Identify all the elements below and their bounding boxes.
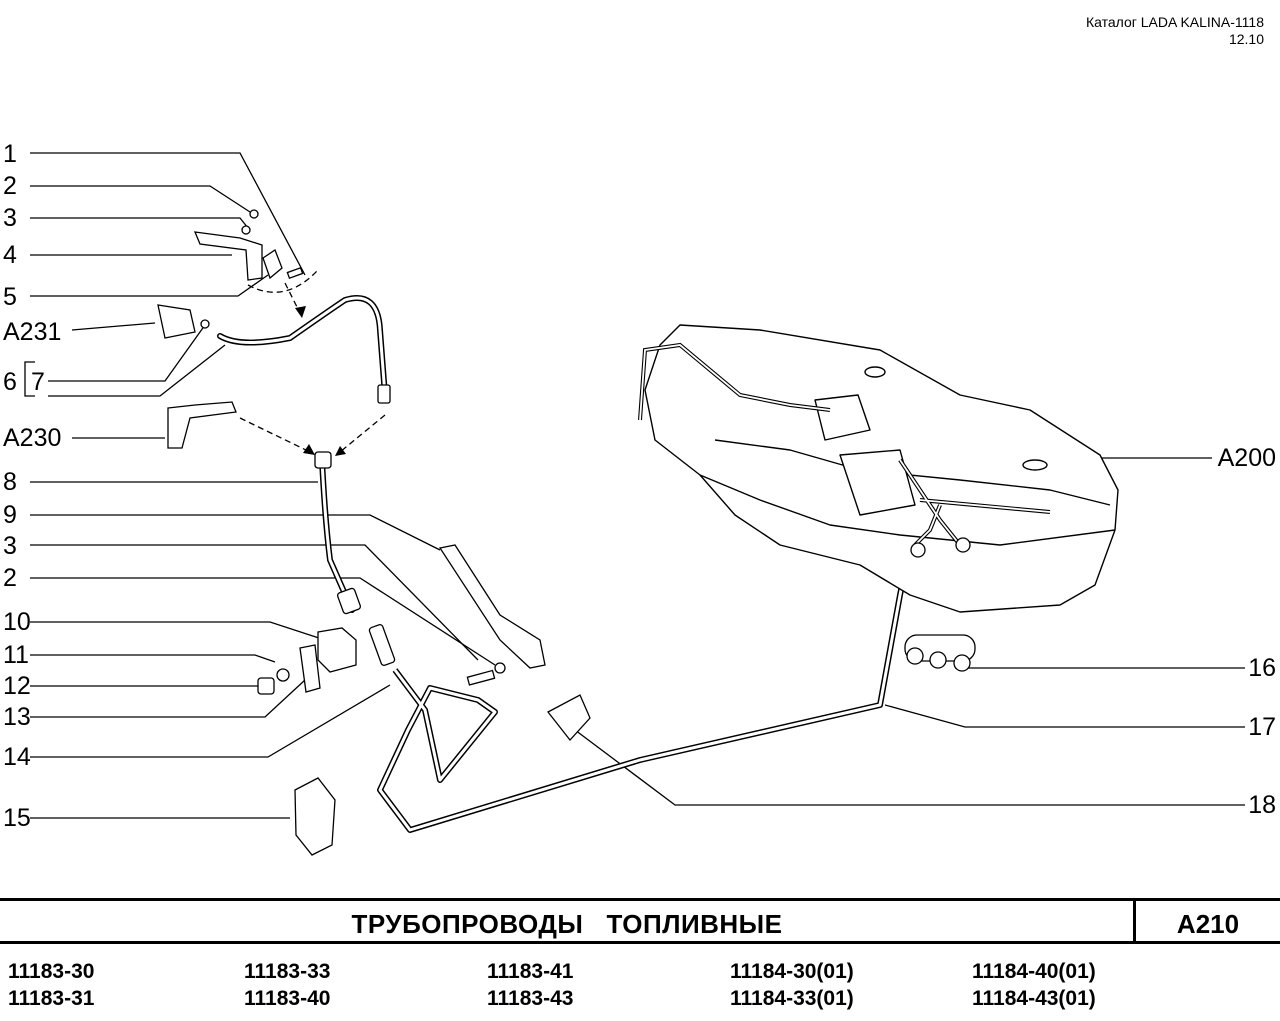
label-11: 11 xyxy=(3,641,29,669)
label-6: 6 xyxy=(3,368,17,396)
label-18: 18 xyxy=(1248,791,1276,819)
connector-a231 xyxy=(157,304,196,339)
leader-13 xyxy=(30,679,306,718)
label-17: 17 xyxy=(1248,713,1276,741)
catalog-date: 12.10 xyxy=(1228,31,1264,47)
model-code: 11184-40(01) xyxy=(972,960,1096,983)
label-8: 8 xyxy=(3,468,17,496)
holder-part-10 xyxy=(317,627,357,673)
leader-1 xyxy=(30,152,306,276)
leader-6 xyxy=(48,344,226,397)
catalog-header: Каталог LADA KALINA-1118 12.10 xyxy=(1086,14,1264,48)
title-bar: ТРУБОПРОВОДЫ ТОПЛИВНЫЕ A210 xyxy=(0,898,1280,944)
label-3: 3 xyxy=(3,204,17,232)
leader-18 xyxy=(574,729,1245,806)
label-3b: 3 xyxy=(3,532,17,560)
label-a231: A231 xyxy=(3,318,62,346)
title-divider xyxy=(1133,901,1136,941)
label-a230: A230 xyxy=(3,424,62,452)
leader-9 xyxy=(30,514,441,551)
leader-3 xyxy=(30,217,249,229)
label-5: 5 xyxy=(3,283,17,311)
tank-pump-unit xyxy=(814,394,871,441)
model-code: 11183-40 xyxy=(244,987,331,1010)
model-code: 11183-30 xyxy=(8,960,95,983)
leader-7 xyxy=(48,324,206,382)
leader-3b xyxy=(30,544,479,661)
label-14: 14 xyxy=(3,743,31,771)
leader-10 xyxy=(30,621,326,641)
model-code: 11184-43(01) xyxy=(972,987,1096,1010)
bracket-part-9 xyxy=(438,544,546,669)
page-title: ТРУБОПРОВОДЫ ТОПЛИВНЫЕ xyxy=(351,909,783,939)
model-code: 11183-41 xyxy=(487,960,574,983)
label-1: 1 xyxy=(3,140,17,168)
label-16: 16 xyxy=(1248,654,1276,682)
clip-part-18 xyxy=(547,694,591,742)
leader-a231 xyxy=(71,322,156,331)
bracket-part-4 xyxy=(193,231,263,281)
fuel-pipe-main xyxy=(377,569,908,833)
leader-17 xyxy=(884,704,1245,728)
model-code: 11183-43 xyxy=(487,987,574,1010)
leader-5 xyxy=(30,274,269,297)
fuel-lines-diagram xyxy=(24,152,1245,856)
model-code: 11183-33 xyxy=(244,960,331,983)
label-13: 13 xyxy=(3,703,31,731)
label-2: 2 xyxy=(3,172,17,200)
leader-2 xyxy=(30,185,251,213)
leader-11 xyxy=(30,654,276,663)
tank-canister xyxy=(839,449,916,516)
label-a200: A200 xyxy=(1217,444,1276,472)
label-9: 9 xyxy=(3,501,17,529)
label-7: 7 xyxy=(31,368,45,396)
clip-part-15 xyxy=(294,777,336,856)
section-code: A210 xyxy=(1176,909,1240,939)
label-10: 10 xyxy=(3,608,31,636)
leader-14 xyxy=(30,684,391,758)
model-code: 11183-31 xyxy=(8,987,95,1010)
bracket-6-7 xyxy=(24,361,35,397)
label-2b: 2 xyxy=(3,564,17,592)
model-code: 11184-30(01) xyxy=(730,960,854,983)
label-15: 15 xyxy=(3,804,31,832)
clip-part-5 xyxy=(262,249,283,280)
connector-a230 xyxy=(167,401,237,449)
label-4: 4 xyxy=(3,241,17,269)
holder-part-13 xyxy=(299,644,321,693)
leader-2b xyxy=(30,577,496,666)
label-12: 12 xyxy=(3,672,31,700)
model-code: 11184-33(01) xyxy=(730,987,854,1010)
catalog-name: Каталог LADA KALINA-1118 xyxy=(1085,14,1264,30)
